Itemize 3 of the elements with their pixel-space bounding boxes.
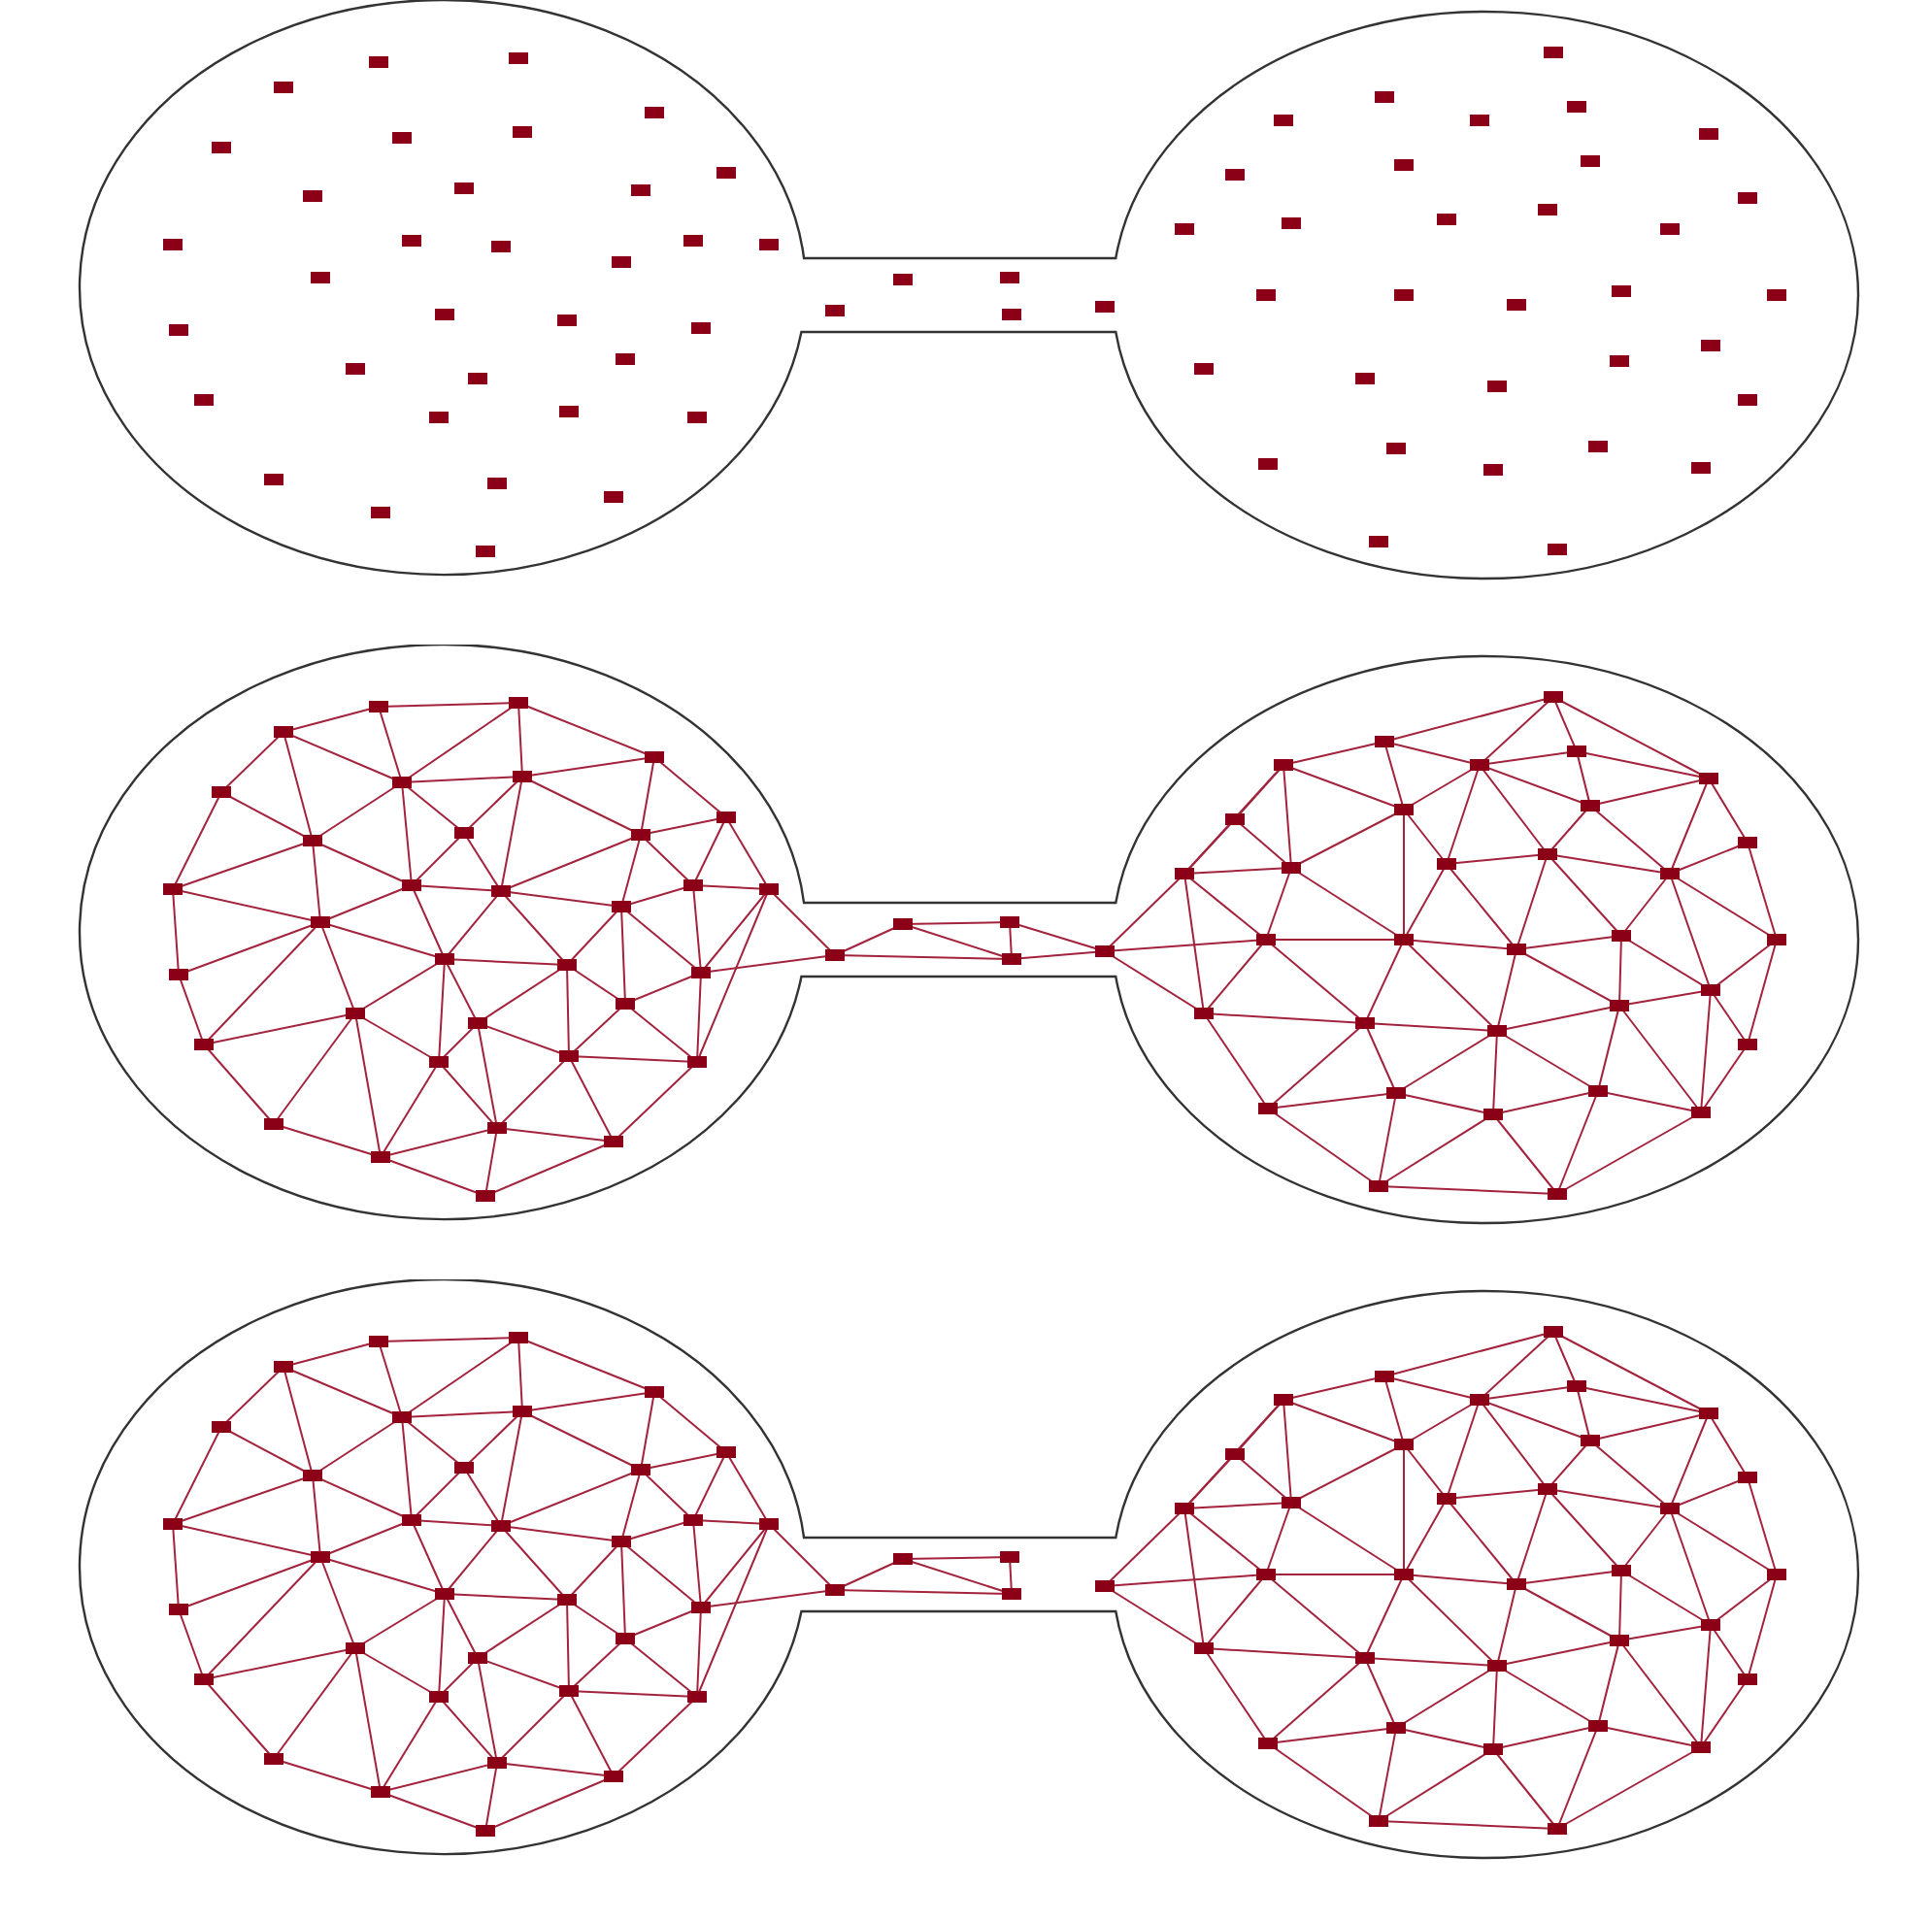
sensor-network-drawing [79,1279,1859,1860]
sensor-network-drawing [79,0,1859,580]
sensor-network-drawing [79,645,1859,1225]
